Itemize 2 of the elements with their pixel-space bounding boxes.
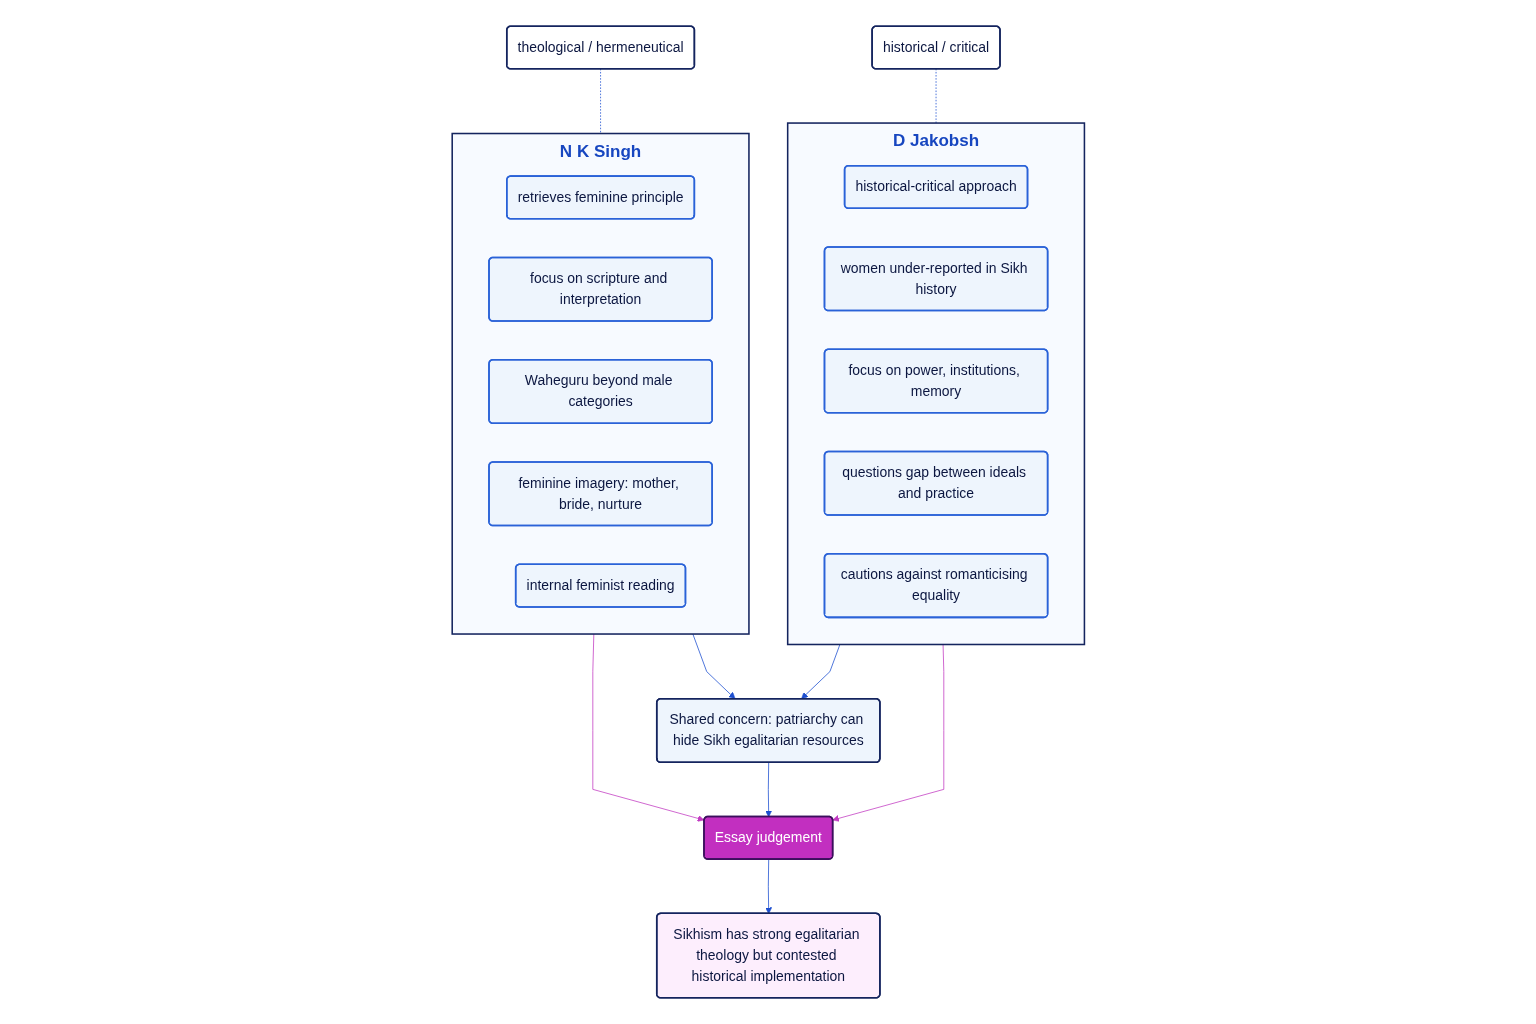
- connector: [935, 68, 937, 124]
- connector: [599, 68, 601, 134]
